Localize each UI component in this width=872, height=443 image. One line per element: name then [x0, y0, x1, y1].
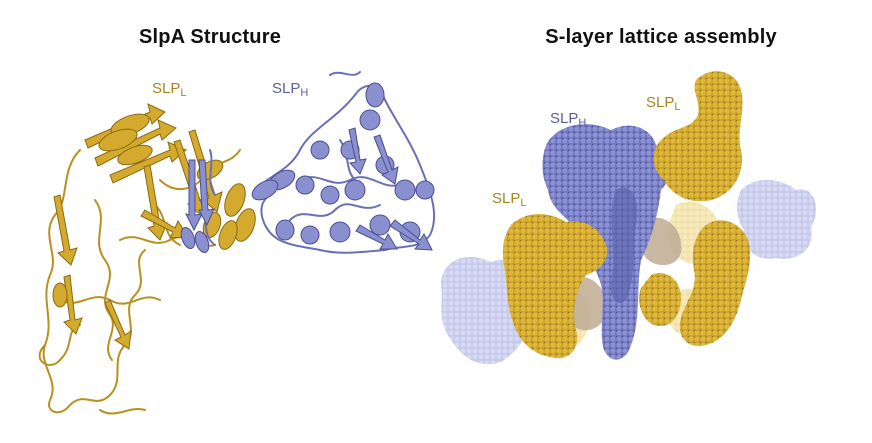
- label-slpl-left-panel: SLPL: [152, 80, 187, 99]
- slph-surface: [542, 124, 672, 360]
- slpa-structure-panel: SlpA Structure: [38, 26, 436, 415]
- slpl-surface: [502, 71, 751, 359]
- panel-title-slpa-structure: SlpA Structure: [138, 26, 282, 48]
- s-layer-surface-diagram: [441, 71, 816, 365]
- panel-title-s-layer-lattice: S-layer lattice assembly: [545, 26, 777, 48]
- label-slph-left-panel: SLPH: [272, 80, 309, 99]
- slpl-secondary-structure: [52, 103, 256, 350]
- label-slpl-left-right-panel: SLPL: [492, 190, 527, 209]
- s-layer-lattice-panel: S-layer lattice assembly: [436, 0, 872, 443]
- label-slph-right-panel: SLPH: [550, 110, 587, 129]
- slpa-ribbon-diagram: [38, 71, 436, 415]
- slph-secondary-structure: [180, 82, 435, 254]
- label-slpl-top-right-panel: SLPL: [646, 94, 681, 113]
